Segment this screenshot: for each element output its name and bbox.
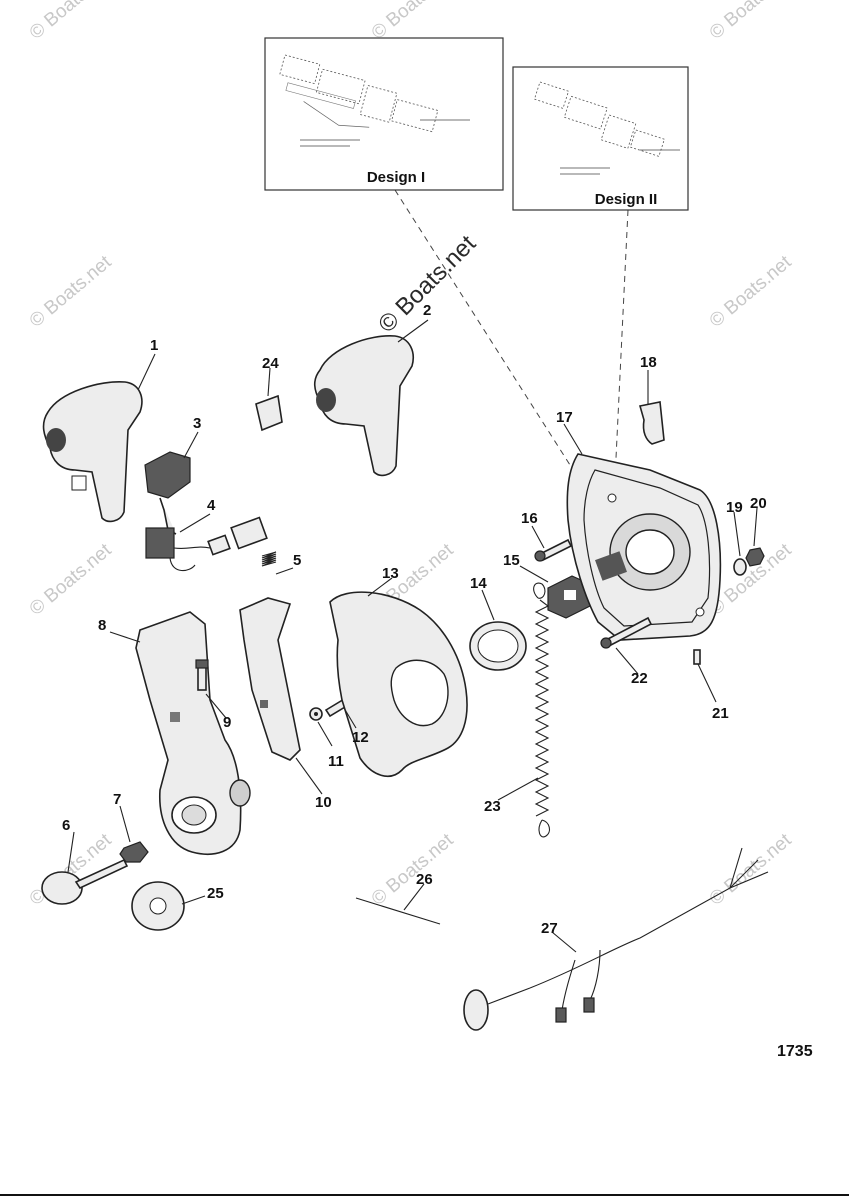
part-14-bushing	[469, 621, 527, 671]
callout-4: 4	[207, 497, 216, 514]
callout-23: 23	[484, 798, 501, 815]
callout-2: 2	[423, 302, 431, 319]
callout-11: 11	[328, 753, 344, 770]
page-bottom-rule	[0, 1194, 849, 1196]
part-23-lanyard	[533, 582, 551, 838]
part-25-washer	[131, 881, 185, 931]
design-1-caption: Design I	[367, 169, 425, 186]
part-6-knob	[41, 858, 129, 905]
watermark: © Boats.net	[706, 0, 796, 44]
watermark: © Boats.net	[706, 829, 796, 910]
watermark: © Boats.net	[706, 251, 796, 332]
callout-9: 9	[223, 714, 231, 731]
part-22-screw	[600, 616, 653, 649]
callout-6: 6	[62, 817, 70, 834]
callout-15: 15	[503, 552, 520, 569]
part-19-washer	[733, 558, 747, 576]
callout-25: 25	[207, 885, 224, 902]
callout-27: 27	[541, 920, 558, 937]
watermark-center: © Boats.net	[373, 230, 481, 338]
figure-number: 1735	[777, 1043, 813, 1060]
part-21-pin	[693, 649, 701, 665]
callout-18: 18	[640, 354, 657, 371]
part-2-handle	[313, 335, 414, 477]
part-24-block	[255, 394, 283, 432]
part-8-lever-arm	[135, 611, 251, 855]
callout-14: 14	[470, 575, 487, 592]
part-3-switch	[144, 451, 191, 535]
callout-7: 7	[113, 791, 121, 808]
callout-16: 16	[521, 510, 538, 527]
callout-1: 1	[150, 337, 158, 354]
callout-labels: 1 2 3 4 5 6 7 8 9 10 11 12 13 14 15 16 1…	[62, 302, 767, 937]
part-27-harness	[463, 847, 769, 1031]
callout-13: 13	[382, 565, 399, 582]
callout-3: 3	[193, 415, 201, 432]
design-1-reference-line	[394, 189, 571, 466]
callout-20: 20	[750, 495, 767, 512]
callout-leaders	[67, 319, 758, 953]
part-11-washer	[309, 707, 323, 721]
design-2-caption: Design II	[595, 191, 658, 208]
callout-26: 26	[416, 871, 433, 888]
watermark: © Boats.net	[26, 251, 116, 332]
watermark: © Boats.net	[368, 0, 458, 44]
part-16-screw	[534, 538, 573, 562]
callout-5: 5	[293, 552, 301, 569]
part-13-cover-plate	[329, 591, 468, 778]
part-5-spring	[261, 551, 277, 567]
callout-19: 19	[726, 499, 743, 516]
callout-22: 22	[631, 670, 648, 687]
watermark: © Boats.net	[26, 539, 116, 620]
callout-12: 12	[352, 729, 369, 746]
part-10-bracket	[239, 597, 301, 761]
callout-21: 21	[712, 705, 729, 722]
part-26-cable-tie	[355, 897, 441, 925]
design-1-inset: Design I	[264, 37, 504, 191]
part-4-connector	[145, 516, 268, 572]
design-2-inset: Design II	[512, 66, 689, 211]
part-17-housing	[566, 453, 722, 641]
callout-17: 17	[556, 409, 573, 426]
part-18-clip	[638, 401, 665, 445]
watermark: © Boats.net	[26, 0, 116, 44]
callout-8: 8	[98, 617, 106, 634]
callout-24: 24	[262, 355, 279, 372]
callout-10: 10	[315, 794, 332, 811]
part-20-nut	[745, 547, 765, 567]
part-1-handle	[42, 381, 143, 523]
part-9-screw	[195, 659, 209, 691]
part-7-nut	[119, 841, 149, 863]
